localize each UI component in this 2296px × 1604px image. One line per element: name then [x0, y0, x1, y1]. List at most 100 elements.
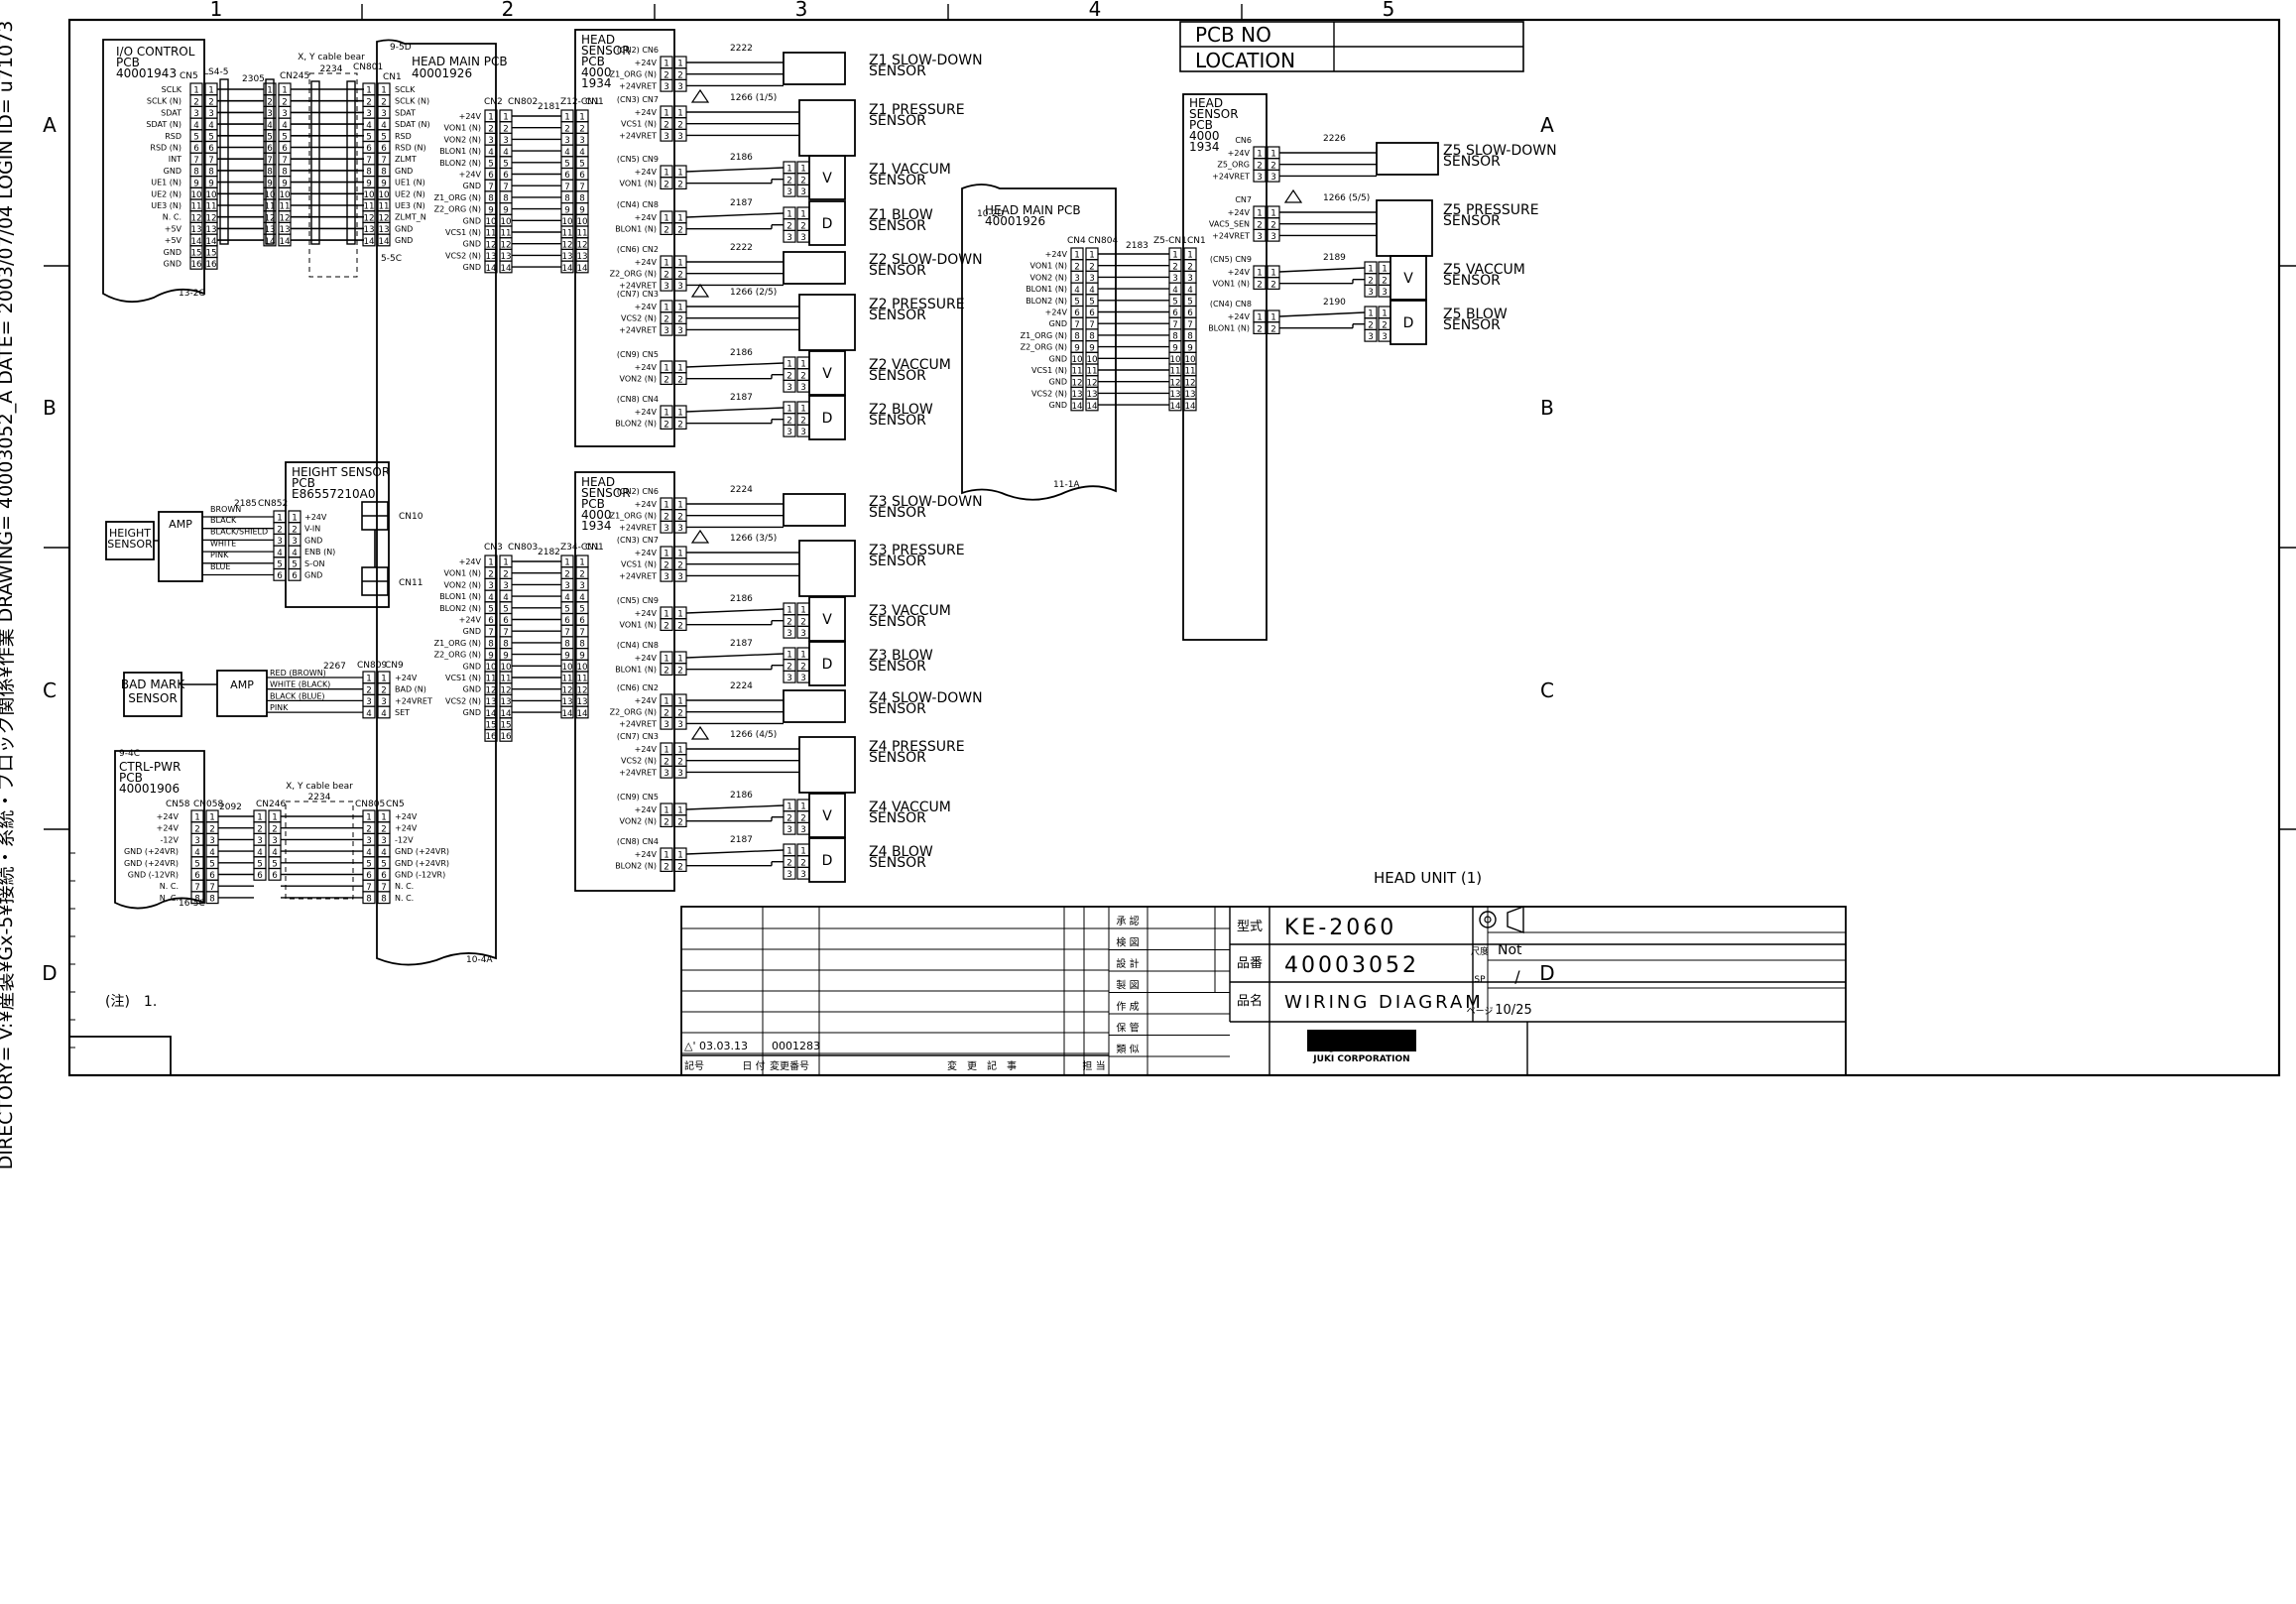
pin-number: 7 [194, 883, 200, 893]
right-head-pin-name: VCS2 (N) [1031, 389, 1067, 398]
pin-number: 7 [381, 883, 387, 893]
pin-number: 7 [1187, 320, 1193, 330]
sensor-pin-name: +24V [635, 303, 658, 311]
sensor-pin-name: +24V [635, 654, 658, 663]
right-head-main-tag-bottom: 11-1A [1053, 480, 1080, 490]
pin-number: 2 [1382, 276, 1388, 286]
sensor-cn-label: (CN2) CN6 [617, 487, 659, 496]
pin-number: 3 [1257, 173, 1263, 183]
sensor-pin-name: +24V [1228, 268, 1251, 277]
pin-number: 2 [564, 569, 570, 579]
head-main-cn1-pin-name: GND [395, 224, 413, 233]
blow-valve-symbol: D [1403, 315, 1414, 331]
pin-number: 4 [579, 148, 585, 158]
cn5-pin-cell [377, 891, 391, 905]
pin-number: 1 [503, 113, 509, 123]
pin-number: 4 [366, 709, 372, 719]
pin-number: 2 [664, 420, 669, 430]
height-sensor-pcb-title: E86557210A0 [292, 487, 376, 501]
pin-number: 3 [800, 187, 806, 197]
sensor-pin-cell [1253, 321, 1267, 335]
pin-number: 16 [205, 260, 216, 270]
pin-number: 11 [1184, 367, 1195, 377]
sensor-wire [685, 407, 785, 413]
bad-mark-cable-number: 2267 [323, 662, 346, 672]
pin-number: 5 [564, 160, 570, 170]
sensor-wire [685, 167, 785, 173]
pin-number: 1 [1270, 209, 1276, 219]
pin-number: 2 [800, 221, 806, 231]
pin-number: 2 [677, 314, 683, 324]
cn10-label: CN10 [399, 512, 423, 522]
pin-number: 4 [1172, 286, 1178, 296]
pin-number: 1 [786, 165, 792, 175]
sensor-cable-number: 1266 (3/5) [730, 534, 777, 544]
pin-number: 13 [485, 697, 496, 707]
pin-number: 8 [209, 895, 215, 905]
pin-number: 2 [800, 662, 806, 672]
sensor-cable-number: 2186 [730, 348, 753, 358]
sensor-pin-name: BLON1 (N) [615, 666, 657, 675]
sensor-cable-number: 2187 [730, 639, 753, 649]
pin-number: 1 [1257, 313, 1263, 323]
pin-number: 1 [277, 514, 283, 524]
sensor-label: SENSOR [869, 413, 926, 429]
valve-pin-cell [783, 229, 796, 243]
sensor-pin-name: Z1_ORG (N) [610, 70, 657, 79]
cn9-pin-name: SET [395, 708, 410, 717]
pin-number: 1 [1172, 251, 1178, 261]
pin-number: 7 [366, 883, 372, 893]
head-sensor-pcb-title: PCB [581, 497, 605, 511]
sensor-pin-name: +24V [635, 258, 658, 267]
pin-number: 2 [267, 97, 273, 107]
sensor-label: SENSOR [1443, 273, 1501, 289]
pin-number: 3 [209, 836, 215, 846]
sensor-cable-number: 2186 [730, 153, 753, 163]
sensor-pin-name: VCS1 (N) [621, 120, 657, 129]
sensor-pin-name: +24V [1228, 208, 1251, 217]
pin-number: 2 [786, 371, 792, 381]
pin-number: 5 [193, 133, 199, 143]
pin-number: 1 [664, 501, 669, 511]
pin-number: 2 [257, 824, 263, 834]
page-value: 10/25 [1495, 1003, 1531, 1018]
ctrl-pwr-cable-number: 2092 [219, 802, 242, 812]
pin-number: 9 [503, 651, 509, 661]
pin-number: 2 [1257, 161, 1263, 171]
cn5-pin-name: -12V [395, 835, 414, 844]
pin-number: 2 [664, 621, 669, 631]
pin-number: 3 [381, 697, 387, 707]
head-main-cn1-pin-name: GND [395, 167, 413, 176]
pin-number: 3 [786, 674, 792, 683]
cn801-label: CN801 [353, 62, 383, 72]
sensor-pin-name: +24VRET [619, 523, 657, 532]
sensor-wire [685, 653, 785, 659]
pin-number: 1 [282, 86, 288, 96]
pin-number: 3 [1368, 288, 1374, 298]
pin-number: 3 [664, 572, 669, 582]
right-head-main-pcb-title: HEAD MAIN PCB [985, 203, 1081, 217]
io-pin-name: INT [169, 155, 181, 164]
head-main-cn1-pin-name: SDAT [395, 108, 416, 117]
pin-number: 13 [576, 252, 587, 262]
pin-number: 2 [664, 512, 669, 522]
pin-number: 2 [664, 862, 669, 872]
io-pin-name: +5V [165, 236, 182, 245]
vacuum-valve-symbol: V [822, 171, 832, 186]
pin-number: 3 [786, 629, 792, 639]
head-main-cn1-pin-name: RSD (N) [395, 144, 426, 153]
head-main-tag-top: 9-5D [390, 43, 412, 53]
sensor-pin-name: +24V [635, 108, 658, 117]
height-sensor-label: HEIGHT [109, 527, 151, 540]
ctrl-pwr-pcb-title: 40001906 [119, 782, 180, 796]
pin-number: 1 [664, 746, 669, 756]
head-main-cn1-pin-name: SCLK (N) [395, 97, 429, 106]
pin-number: 1 [786, 360, 792, 370]
pin-number: 10 [1169, 355, 1180, 365]
head-conn-pin-name: VON2 (N) [444, 580, 481, 589]
pin-number: 14 [279, 237, 291, 247]
head-conn-pin-name: +24V [459, 171, 482, 180]
right-head-pin-name: GND [1049, 319, 1067, 328]
pin-number: 9 [267, 179, 273, 188]
signoff-label: 保 管 [1116, 1022, 1139, 1035]
